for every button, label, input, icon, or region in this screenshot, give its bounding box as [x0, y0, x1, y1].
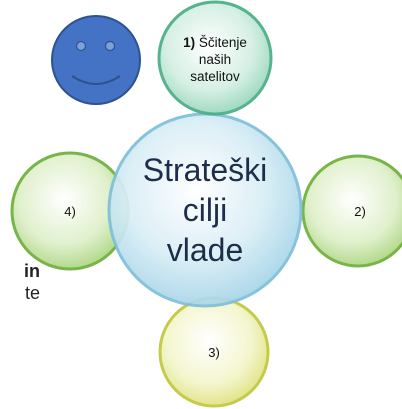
center-line-2: cilji	[182, 192, 228, 228]
goal-circle-2	[301, 154, 402, 268]
goal-4-label: 4)	[64, 203, 76, 219]
smiley-face-icon	[51, 15, 141, 105]
center-title: Strateški cilji vlade	[120, 135, 290, 285]
goal-2-label: 2)	[354, 203, 366, 219]
goal-1-number: 1)	[183, 34, 196, 50]
text-fragment-2: in	[24, 261, 40, 281]
goal-1-label: 1) Ščitenje naših satelitov	[160, 26, 270, 92]
goal-1-first-line: 1) Ščitenje	[183, 34, 247, 51]
goal-circle-1	[157, 0, 273, 116]
text-fragment-3: te	[24, 283, 40, 303]
goal-3-label: 3)	[208, 344, 220, 360]
center-line-1: Strateški	[142, 152, 268, 188]
center-line-3: vlade	[166, 232, 244, 268]
goal-1-line-3: satelitov	[190, 68, 240, 84]
goal-1-line-2: naših	[198, 51, 232, 67]
goal-1-line-1: Ščitenje	[198, 34, 247, 50]
